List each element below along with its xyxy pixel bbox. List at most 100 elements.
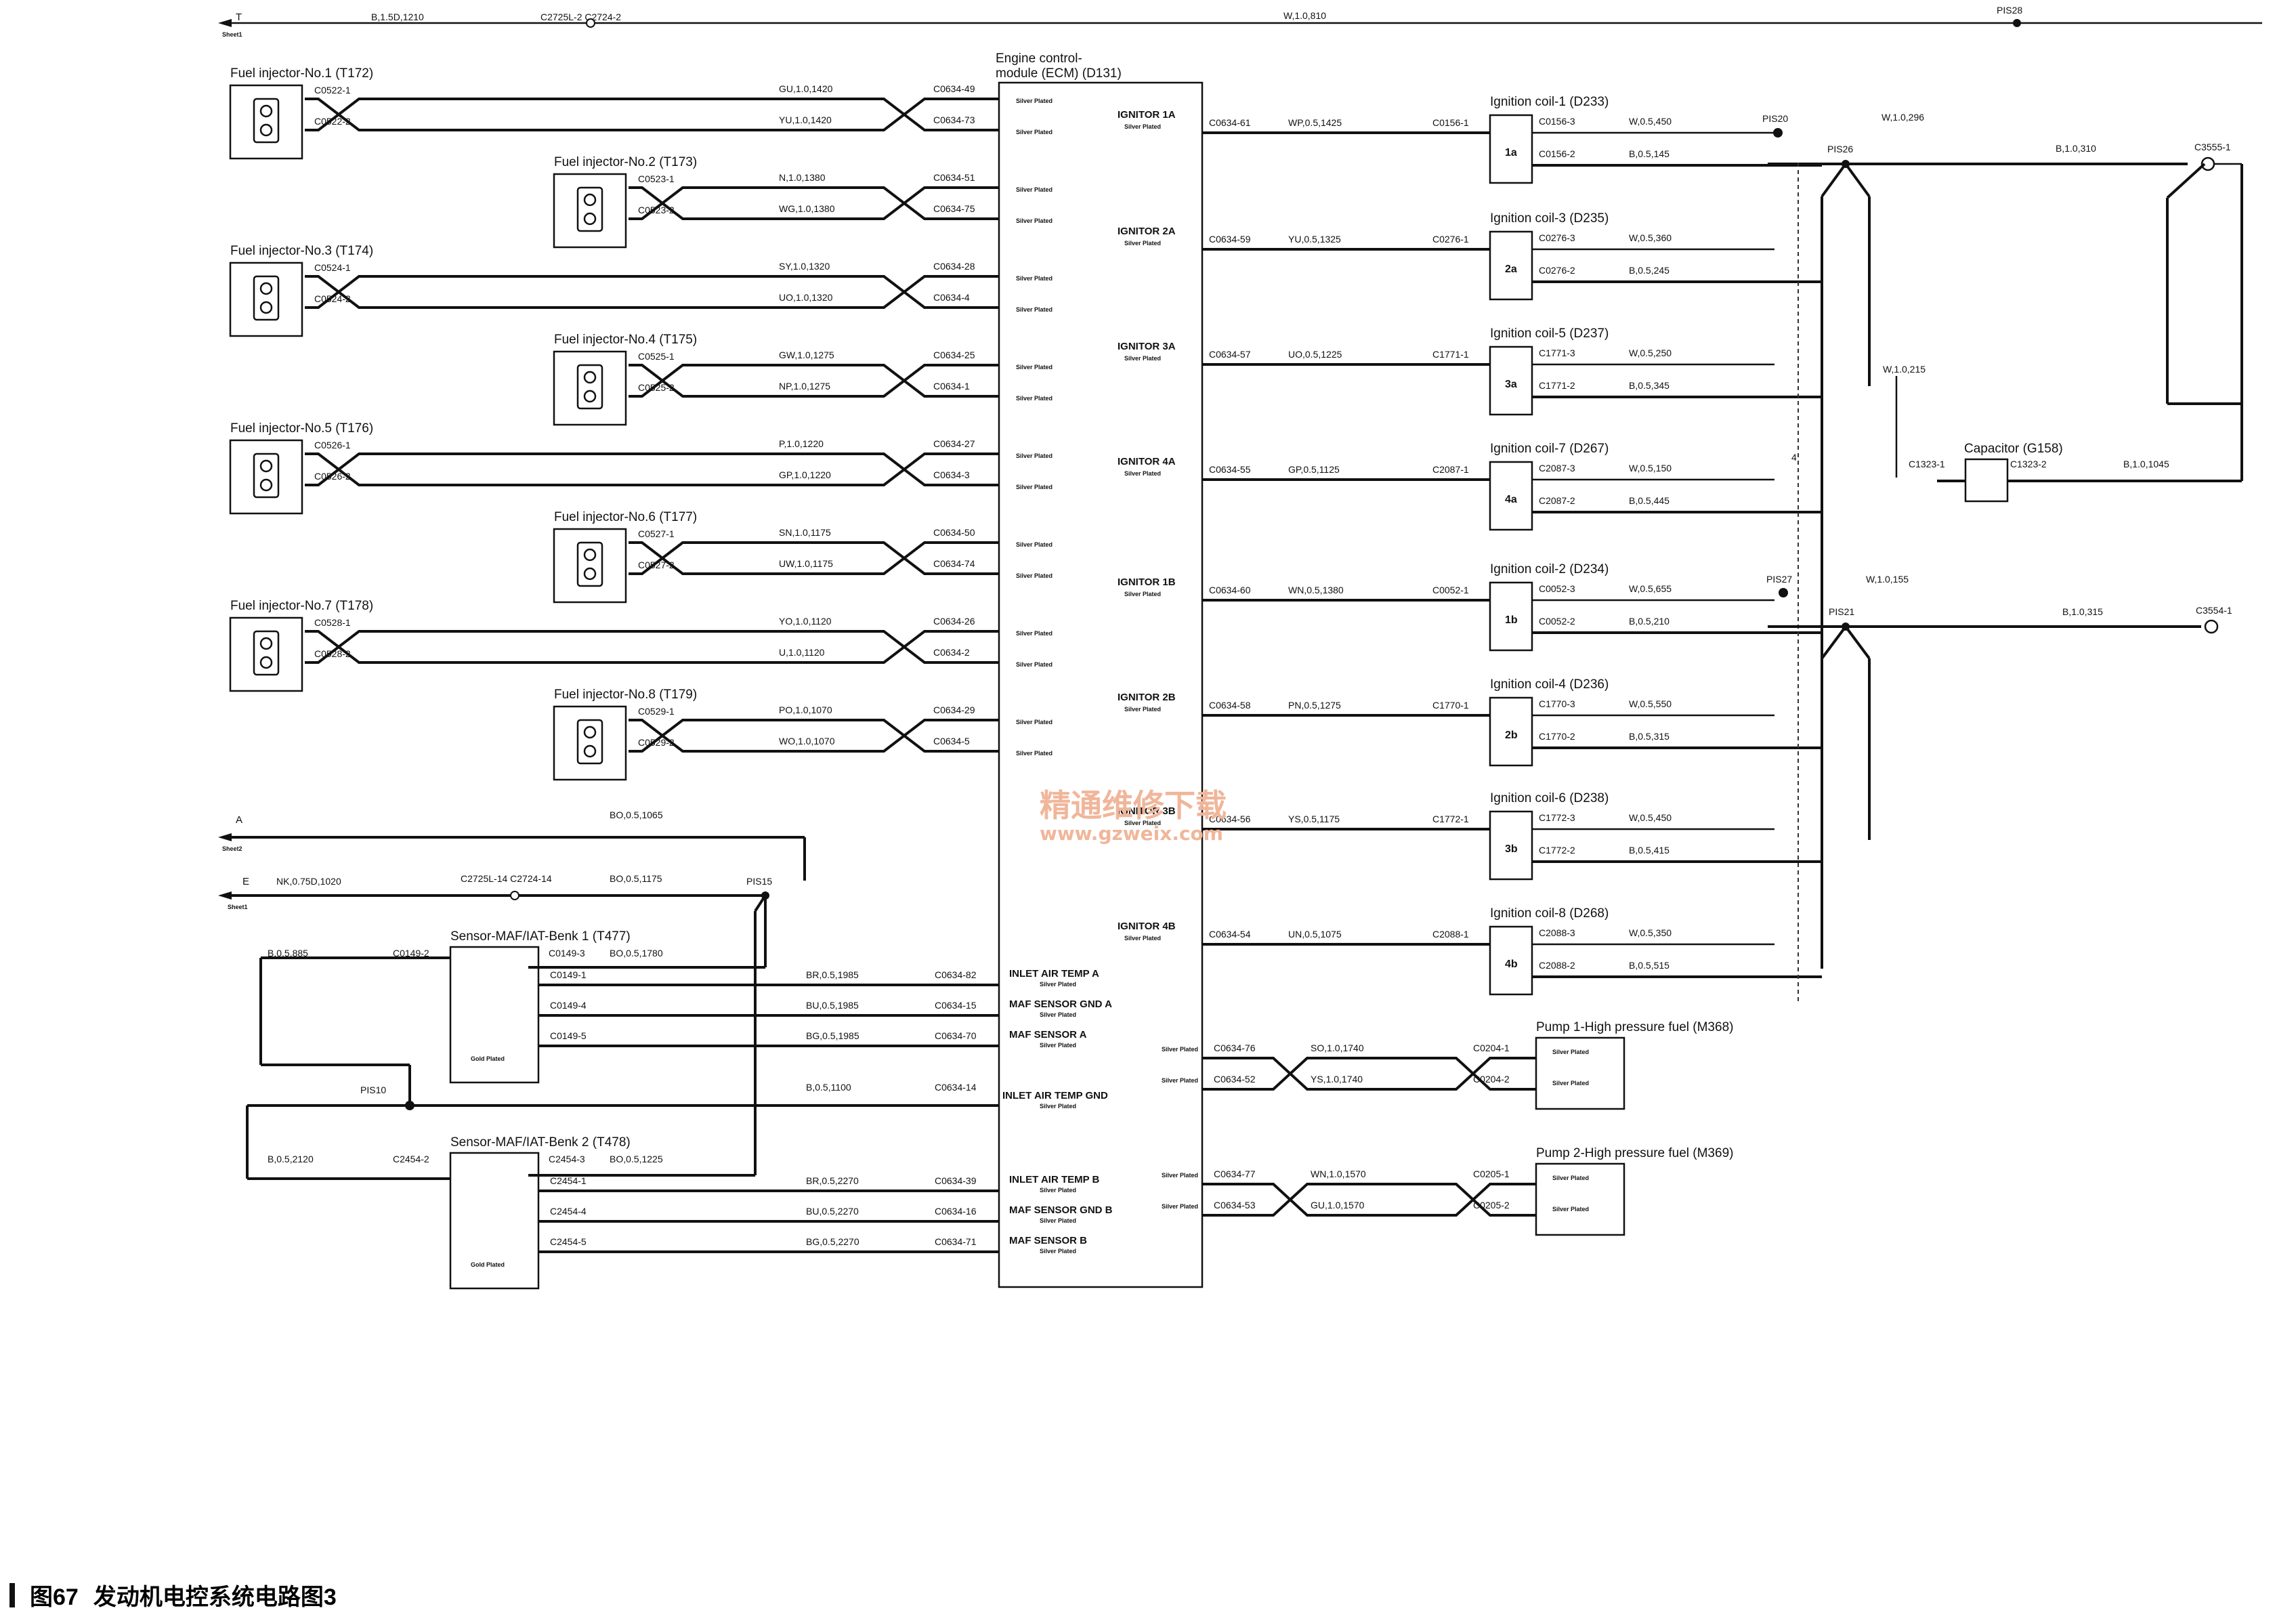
splice-pis26-label: PIS26 xyxy=(1827,144,1853,154)
injector-wire2: GP,1.0,1220 xyxy=(779,469,831,480)
coil-wire2: B,0.5,445 xyxy=(1629,495,1670,506)
pin-icon xyxy=(259,301,273,314)
maf-box[interactable] xyxy=(449,946,540,1084)
wire-pis27: W,1.0,155 xyxy=(1866,574,1909,585)
injector-pin1: C0525-1 xyxy=(638,351,675,362)
caption-title: 发动机电控系统电路图3 xyxy=(93,1584,337,1610)
fuel-pumps: Pump 1-High pressure fuel (M368)Silver P… xyxy=(1162,1020,1733,1236)
maf-pin3: C2454-3 xyxy=(549,1154,585,1164)
ecm-pin1: C0634-51 xyxy=(933,172,975,183)
pin-icon xyxy=(259,123,273,137)
coil-wire: UO,0.5,1225 xyxy=(1288,349,1342,360)
coil-box[interactable] xyxy=(1489,114,1533,184)
plating-label: Silver Plated xyxy=(1124,355,1161,362)
coil-wire3: W,0.5,250 xyxy=(1629,348,1672,358)
iat-gnd-wire: B,0.5,1100 xyxy=(806,1082,851,1093)
ecm-pin: C0634-54 xyxy=(1209,929,1251,940)
inline-connector-e xyxy=(510,891,519,900)
pin-icon xyxy=(259,478,273,492)
coil-box[interactable] xyxy=(1489,810,1533,881)
pin-icon xyxy=(583,212,597,226)
maf-sensors: Sensor-MAF/IAT-Benk 1 (T477) Gold Plated C… xyxy=(268,929,1113,1290)
ecm-pin1: C0634-25 xyxy=(933,350,975,360)
coil-wire3: W,0.5,360 xyxy=(1629,232,1672,243)
injector-wire2: WO,1.0,1070 xyxy=(779,736,835,746)
coil-pin3: C0156-3 xyxy=(1539,116,1575,127)
ecm-pin1: C0634-49 xyxy=(933,83,975,94)
injector-name: Fuel injector-No.7 (T178) xyxy=(230,599,373,613)
coil-box[interactable] xyxy=(1489,345,1533,416)
pump-pin2: C0204-2 xyxy=(1473,1074,1510,1085)
coil-wire3: W,0.5,350 xyxy=(1629,927,1672,938)
injector-name: Fuel injector-No.1 (T172) xyxy=(230,66,373,81)
pin-icon xyxy=(583,193,597,207)
ground-c3555-icon xyxy=(2201,156,2215,171)
coil-pin1: C1770-1 xyxy=(1432,700,1469,711)
ecm-pin2: C0634-53 xyxy=(1214,1200,1256,1211)
coil-wire2: B,0.5,245 xyxy=(1629,265,1670,276)
capacitor-wire: B,1.0,1045 xyxy=(2123,459,2169,469)
coil-pin1: C1771-1 xyxy=(1432,349,1469,360)
maf-wire: BR,0.5,2270 xyxy=(806,1175,859,1186)
coil-pin3: C2087-3 xyxy=(1539,463,1575,473)
dot-four: 4 xyxy=(1791,452,1797,463)
maf-box[interactable] xyxy=(449,1152,540,1290)
injector-7: Fuel injector-No.7 (T178)C0528-1C0528-2Y… xyxy=(229,599,1053,692)
caption-figure: 图67 xyxy=(30,1584,79,1610)
pin-icon xyxy=(259,459,273,473)
ecm-sensor-pin: MAF SENSOR GND A xyxy=(1009,998,1112,1010)
coil-pin1: C0156-1 xyxy=(1432,117,1469,128)
injector-pin2: C0527-2 xyxy=(638,560,675,570)
pin-icon xyxy=(259,656,273,669)
ecm-box[interactable] xyxy=(998,81,1204,1288)
capacitor-box[interactable] xyxy=(1964,458,2009,503)
maf-sensor-2: Sensor-MAF/IAT-Benk 2 (T478) Gold Plated C… xyxy=(268,1135,1113,1290)
gold-plated-label: Gold Plated xyxy=(471,1261,505,1268)
offpage-t-letter: T xyxy=(236,12,242,23)
coil-wire: WP,0.5,1425 xyxy=(1288,117,1342,128)
injector-wire1: YO,1.0,1120 xyxy=(779,616,832,627)
coil-pin1: C0052-1 xyxy=(1432,585,1469,595)
ecm-pin: C0634-57 xyxy=(1209,349,1251,360)
plating-label: Silver Plated xyxy=(1124,820,1161,826)
plating-label: Silver Plated xyxy=(1016,186,1053,193)
coil-tag: 1a xyxy=(1505,147,1517,159)
capacitor-pin1: C1323-1 xyxy=(1909,459,1945,469)
plating-label: Silver Plated xyxy=(1016,572,1053,579)
pump-box[interactable] xyxy=(1535,1036,1625,1110)
maf-pin: C2454-4 xyxy=(550,1206,587,1217)
coil-box[interactable] xyxy=(1489,581,1533,652)
coil-pin1: C2087-1 xyxy=(1432,464,1469,475)
injector-box[interactable] xyxy=(229,439,303,515)
coil-box[interactable] xyxy=(1489,696,1533,767)
coil-name: Ignition coil-6 (D238) xyxy=(1490,791,1609,805)
splice-pis15-label: PIS15 xyxy=(746,876,772,887)
ecm-pin2: C0634-2 xyxy=(933,647,970,658)
injector-pin2: C0525-2 xyxy=(638,382,675,393)
maf-name: Sensor-MAF/IAT-Benk 1 (T477) xyxy=(450,929,631,944)
caption-bar xyxy=(9,1582,15,1607)
plating-label: Silver Plated xyxy=(1124,706,1161,713)
plating-label: Silver Plated xyxy=(1016,719,1053,725)
ecm-title-line2: module (ECM) (D131) xyxy=(996,66,1122,81)
ignitor-label: IGNITOR 1B xyxy=(1118,576,1176,588)
splice-pis10-label: PIS10 xyxy=(360,1085,386,1095)
offpage-e-connector: C2725L-14 C2724-14 xyxy=(461,873,552,884)
maf-gnd-pin: C2454-2 xyxy=(393,1154,429,1164)
splice-pis27-dot xyxy=(1779,588,1788,597)
maf-pin3: C0149-3 xyxy=(549,948,585,959)
offpage-e-letter: E xyxy=(242,876,249,887)
pin-icon xyxy=(583,371,597,384)
coil-box[interactable] xyxy=(1489,461,1533,531)
plating-label: Silver Plated xyxy=(1124,935,1161,942)
injector-wire2: UW,1.0,1175 xyxy=(779,558,833,569)
pump-box[interactable] xyxy=(1535,1162,1625,1236)
pump-wire2: YS,1.0,1740 xyxy=(1311,1074,1363,1085)
coil-box[interactable] xyxy=(1489,925,1533,996)
maf-name: Sensor-MAF/IAT-Benk 2 (T478) xyxy=(450,1135,631,1150)
injector-wire1: PO,1.0,1070 xyxy=(779,704,832,715)
wire-cap-w: W,1.0,215 xyxy=(1883,364,1926,375)
coil-box[interactable] xyxy=(1489,230,1533,301)
injector-wire2: NP,1.0,1275 xyxy=(779,381,830,392)
